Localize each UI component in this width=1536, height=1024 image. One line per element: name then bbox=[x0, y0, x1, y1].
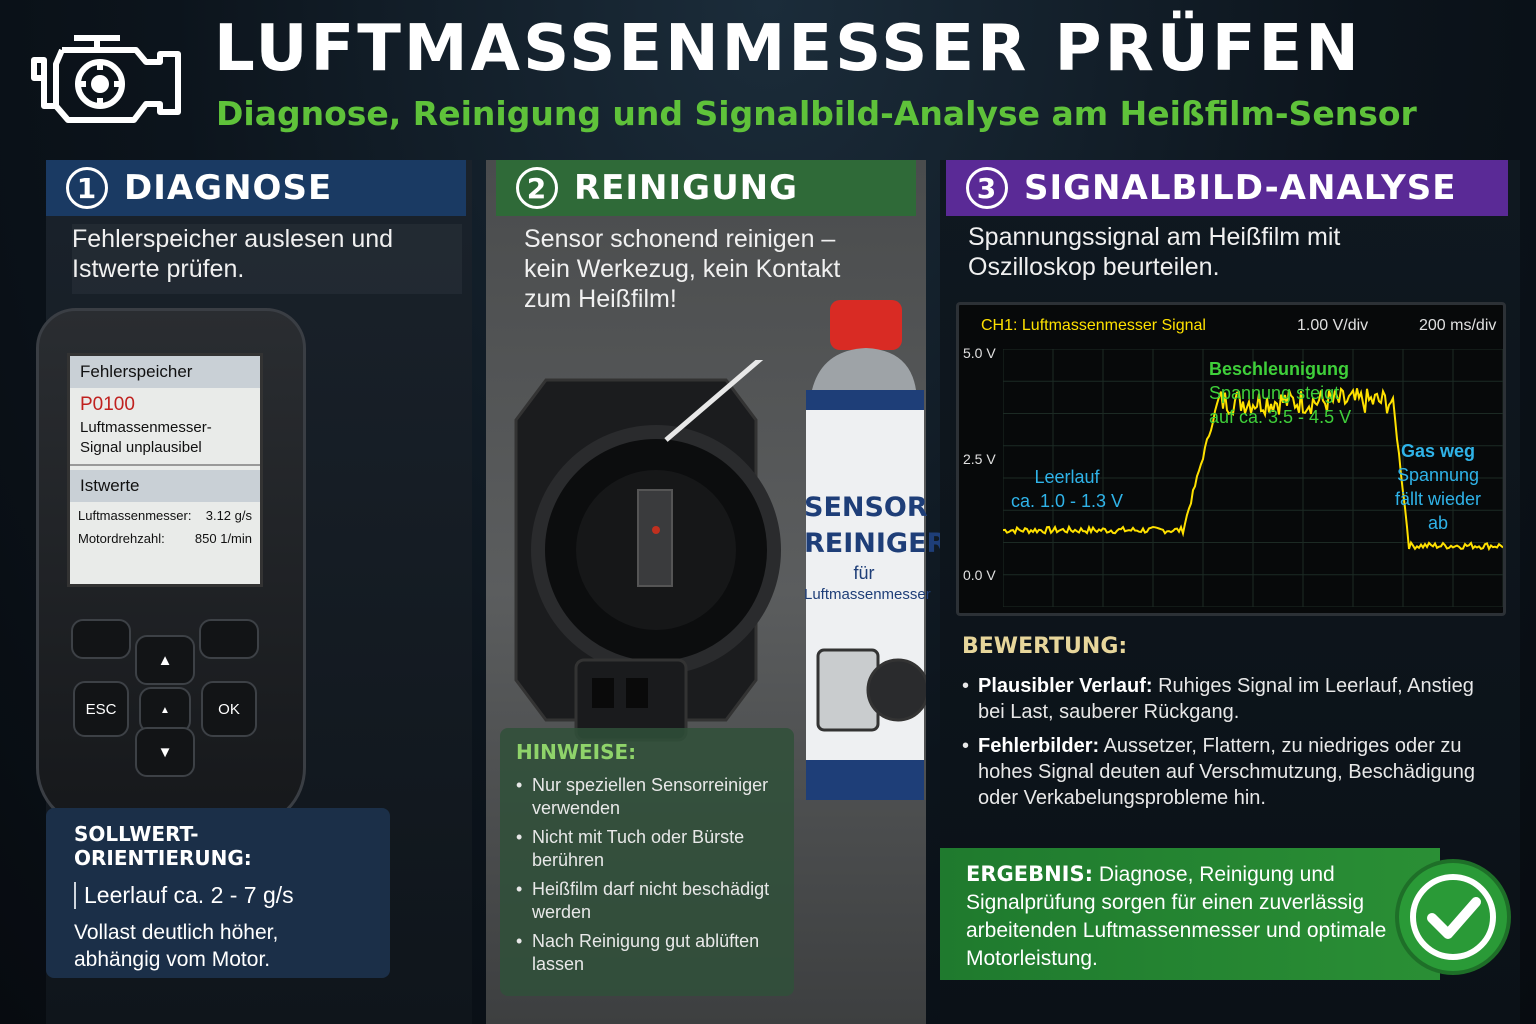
bewertung-item-label: Fehlerbilder: bbox=[978, 735, 1100, 757]
obd-scanner: Fehlerspeicher P0100 Luftmassenmesser-Si… bbox=[36, 308, 306, 828]
value-value: 850 1/min bbox=[194, 531, 252, 546]
diagnose-title-bar: 1 DIAGNOSE bbox=[46, 160, 466, 216]
engine-check-icon bbox=[31, 35, 181, 123]
value-label: Luftmassenmesser: bbox=[78, 508, 192, 523]
scope-y-label: 5.0 V bbox=[963, 345, 996, 361]
bewertung-item-text: Ruhiges Signal im Leerlauf, Anstieg bei … bbox=[978, 675, 1474, 723]
scanner-right-button[interactable] bbox=[199, 619, 259, 659]
scanner-left-button[interactable] bbox=[71, 619, 131, 659]
beschl-annotation: Beschleunigung Spannung steigt auf ca. 3… bbox=[1209, 357, 1351, 429]
value-value: 3.12 g/s bbox=[205, 508, 252, 523]
signalbild-title-bar: 3 SIGNALBILD-ANALYSE bbox=[946, 160, 1508, 216]
scope-y-label: 2.5 V bbox=[963, 451, 996, 467]
gas-line: Spannung bbox=[1396, 465, 1480, 485]
ergebnis-text: Diagnose, Reinigung und Signalprüfung so… bbox=[966, 863, 1387, 970]
signalbild-title: SIGNALBILD-ANALYSE bbox=[1024, 168, 1457, 208]
signal-trace bbox=[1003, 386, 1503, 552]
step-number: 1 bbox=[66, 167, 108, 209]
beschl-line: Spannung steigt bbox=[1209, 383, 1340, 403]
leerlauf-value: ca. 1.0 - 1.3 V bbox=[1011, 491, 1124, 511]
bewertung-section: BEWERTUNG: Plausibler Verlauf: Ruhiges S… bbox=[962, 634, 1482, 819]
gas-title: Gas weg bbox=[1401, 441, 1476, 461]
hinweise-item: Nur speziellen Sensorreiniger verwenden bbox=[516, 774, 778, 820]
scope-y-label: 0.0 V bbox=[963, 567, 996, 583]
scope-header: CH1: Luftmassenmesser Signal 1.00 V/div … bbox=[959, 305, 1503, 341]
reinigung-title-bar: 2 REINIGUNG bbox=[496, 160, 916, 216]
can-label-line: SENSOR bbox=[804, 492, 928, 523]
checkmark-icon bbox=[1395, 859, 1511, 975]
hinweise-title: HINWEISE: bbox=[516, 740, 637, 764]
reinigung-panel: 2 REINIGUNG Sensor schonend reinigen – k… bbox=[486, 160, 948, 1024]
sollwert-box: SOLLWERT-ORIENTIERUNG: Leerlauf ca. 2 - … bbox=[46, 808, 390, 978]
can-label-line: Luftmassenmesser bbox=[804, 586, 931, 603]
gas-line: ab bbox=[1428, 513, 1449, 533]
ok-button[interactable]: OK bbox=[201, 681, 257, 737]
step-number: 3 bbox=[966, 167, 1008, 209]
gas-line: fällt wieder bbox=[1395, 489, 1482, 509]
step-number: 2 bbox=[516, 167, 558, 209]
ergebnis-label: ERGEBNIS: bbox=[966, 862, 1094, 886]
sollwert-fullload: Vollast deutlich höher, abhängig vom Mot… bbox=[74, 921, 279, 971]
can-label-line: REINIGER bbox=[804, 528, 948, 559]
reinigung-title: REINIGUNG bbox=[574, 168, 799, 208]
esc-button[interactable]: ESC bbox=[73, 681, 129, 737]
ergebnis-box: ERGEBNIS: Diagnose, Reinigung und Signal… bbox=[940, 848, 1440, 980]
beschl-title: Beschleunigung bbox=[1209, 359, 1350, 379]
reinigung-intro: Sensor schonend reinigen – kein Werkezug… bbox=[524, 225, 841, 313]
spray-can-image bbox=[806, 300, 926, 800]
bewertung-item: Plausibler Verlauf: Ruhiges Signal im Le… bbox=[962, 673, 1482, 725]
scanner-screen: Fehlerspeicher P0100 Luftmassenmesser-Si… bbox=[67, 353, 263, 587]
gas-annotation: Gas weg Spannung fällt wieder ab bbox=[1395, 439, 1481, 535]
oscilloscope: CH1: Luftmassenmesser Signal 1.00 V/div … bbox=[956, 302, 1506, 616]
page-title: LUFTMASSENMESSER PRÜFEN bbox=[214, 12, 1362, 86]
fault-message: Luftmassenmesser-Signal unplausibel bbox=[70, 416, 260, 466]
can-label-line: für bbox=[853, 563, 875, 583]
header: LUFTMASSENMESSER PRÜFEN Diagnose, Reinig… bbox=[0, 0, 1536, 150]
fault-code: P0100 bbox=[80, 394, 135, 415]
up-button[interactable]: ▲ bbox=[135, 635, 195, 685]
hinweise-item: Heißfilm darf nicht beschädigt werden bbox=[516, 878, 778, 924]
diagnose-intro: Fehlerspeicher auslesen und Istwerte prü… bbox=[72, 224, 462, 294]
values-header: Istwerte bbox=[70, 470, 260, 502]
sollwert-idle: Leerlauf ca. 2 - 7 g/s bbox=[74, 882, 362, 909]
bewertung-item: Fehlerbilder: Aussetzer, Flattern, zu ni… bbox=[962, 733, 1482, 811]
bewertung-item-label: Plausibler Verlauf: bbox=[978, 675, 1153, 697]
leerlauf-title: Leerlauf bbox=[1034, 467, 1100, 487]
diagnose-title: DIAGNOSE bbox=[124, 168, 333, 208]
down-button[interactable]: ▼ bbox=[135, 727, 195, 777]
value-row: Motordrehzahl: 850 1/min bbox=[70, 525, 260, 548]
diagnose-panel: 1 DIAGNOSE Fehlerspeicher auslesen und I… bbox=[36, 160, 472, 1024]
scope-tdiv: 200 ms/div bbox=[1419, 317, 1497, 334]
scope-channel: CH1: Luftmassenmesser Signal bbox=[981, 317, 1206, 334]
value-label: Motordrehzahl: bbox=[78, 531, 165, 546]
bewertung-title: BEWERTUNG: bbox=[962, 634, 1128, 659]
signalbild-intro: Spannungssignal am Heißfilm mit Oszillos… bbox=[968, 223, 1341, 281]
leerlauf-annotation: Leerlauf ca. 1.0 - 1.3 V bbox=[1011, 465, 1123, 513]
scope-graph bbox=[1003, 349, 1503, 607]
signalbild-panel: 3 SIGNALBILD-ANALYSE Spannungssignal am … bbox=[940, 160, 1520, 1024]
can-label: SENSOR REINIGER für Luftmassenmesser bbox=[804, 490, 948, 606]
scope-vdiv: 1.00 V/div bbox=[1297, 317, 1369, 334]
value-row: Luftmassenmesser: 3.12 g/s bbox=[70, 502, 260, 525]
bewertung-item-text: Aussetzer, Flattern, zu niedriges oder z… bbox=[978, 735, 1476, 809]
screen-header: Fehlerspeicher bbox=[70, 356, 260, 388]
maf-sensor-image bbox=[514, 360, 781, 742]
hinweise-box: HINWEISE: Nur speziellen Sensorreiniger … bbox=[500, 728, 794, 996]
page-subtitle: Diagnose, Reinigung und Signalbild-Analy… bbox=[216, 94, 1417, 133]
hinweise-item: Nach Reinigung gut ablüften lassen bbox=[516, 930, 778, 976]
sollwert-title: SOLLWERT-ORIENTIERUNG: bbox=[74, 822, 252, 870]
hinweise-item: Nicht mit Tuch oder Bürste berühren bbox=[516, 826, 778, 872]
beschl-line: auf ca. 3.5 - 4.5 V bbox=[1209, 407, 1352, 427]
